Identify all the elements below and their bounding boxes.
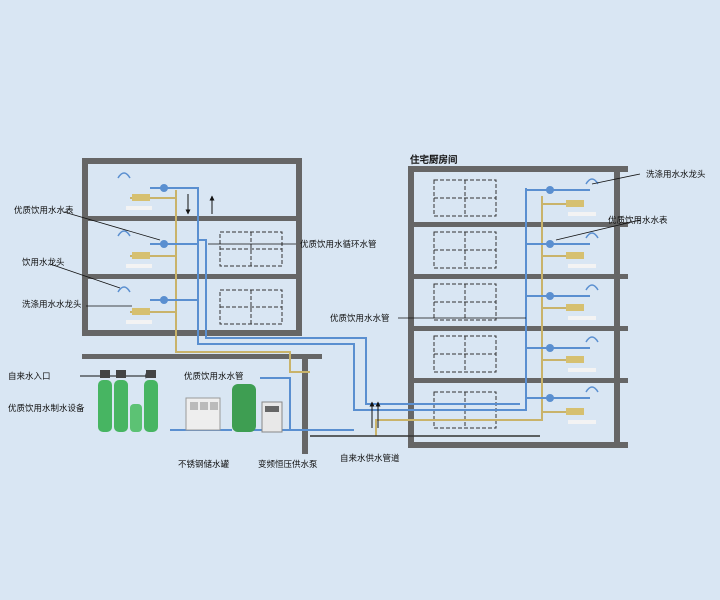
- meter-icon: [160, 240, 168, 248]
- left-building: [82, 158, 302, 336]
- residence-kitchen-label: 住宅厨房间: [410, 155, 458, 166]
- quality-pipe-mid-label: 优质饮用水水管: [330, 314, 390, 324]
- faucet-icon: [585, 178, 599, 393]
- treatment-equipment-label: 优质饮用水制水设备: [8, 404, 85, 414]
- stainless-tank-label: 不锈钢储水罐: [178, 460, 230, 470]
- drink-faucet-label: 饮用水龙头: [22, 258, 65, 268]
- tap-inlet-label: 自来水入口: [8, 372, 51, 382]
- filter-unit: [185, 397, 221, 431]
- sink-icon: [126, 206, 152, 324]
- wash-faucet-icon: [132, 194, 150, 315]
- circulation-pipe-label: 优质饮用水循环水管: [300, 240, 377, 250]
- vf-pump-label: 变频恒压供水泵: [258, 460, 318, 470]
- right-building: [408, 166, 628, 448]
- quality-meter-label-left: 优质饮用水水表: [14, 206, 74, 216]
- meter-icon: [546, 186, 554, 402]
- flow-arrow-icon: [369, 401, 381, 428]
- meter-icon: [160, 184, 168, 192]
- faucet-icon: [117, 172, 131, 293]
- sink-icon: [568, 212, 596, 424]
- basement: [82, 354, 322, 454]
- treatment-equipment: [80, 370, 158, 432]
- tap-supply-pipe-label: 自来水供水管道: [340, 454, 400, 464]
- quality-pipe-bottom-label: 优质饮用水水管: [184, 372, 244, 382]
- flow-arrow-icon: [185, 194, 215, 215]
- leader-lines: [49, 173, 641, 319]
- meter-icon: [160, 296, 168, 304]
- left-fixtures: [117, 172, 215, 324]
- right-fixtures: [546, 178, 599, 424]
- quality-meter-label-right: 优质饮用水水表: [608, 216, 668, 226]
- vf-pump: [261, 401, 283, 433]
- wash-faucet-icon: [566, 200, 584, 415]
- stainless-tank: [232, 384, 256, 432]
- wash-faucet-label-right: 洗涤用水水龙头: [646, 170, 706, 180]
- wash-faucet-label-left: 洗涤用水水龙头: [22, 300, 82, 310]
- quality-water-pipes: [150, 187, 590, 431]
